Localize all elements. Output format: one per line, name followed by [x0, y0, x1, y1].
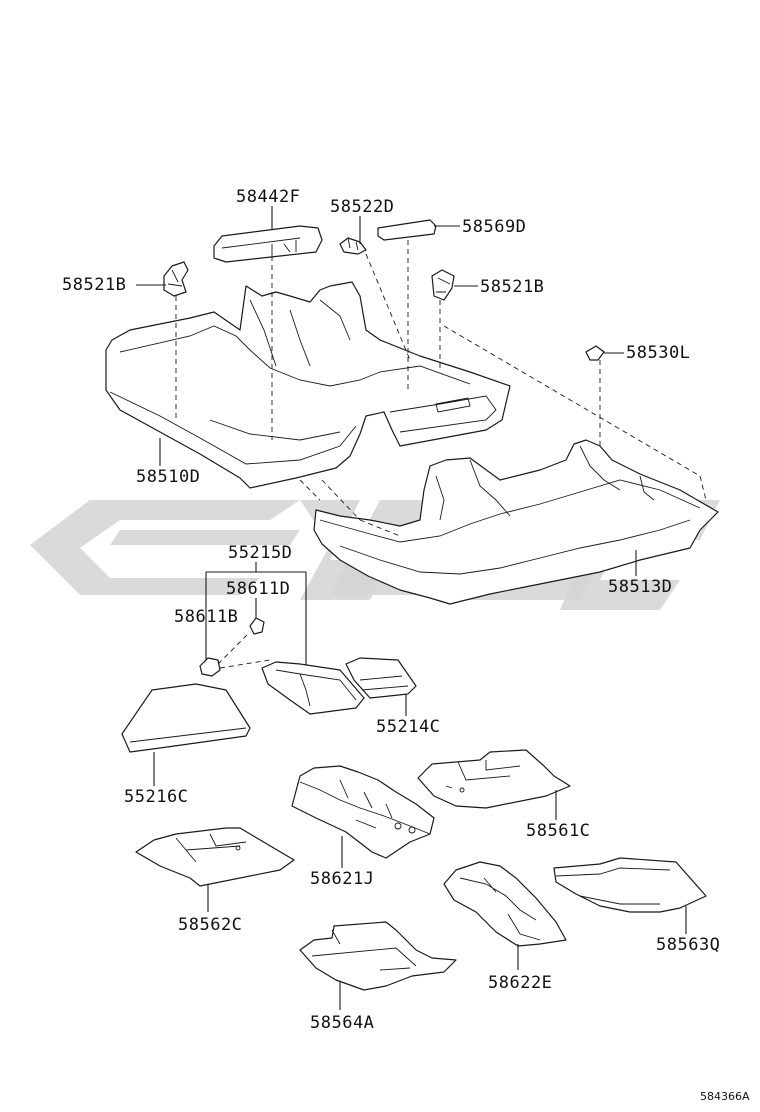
- label-58521B-right: 58521B: [480, 277, 544, 297]
- part-58621J[interactable]: 58621J: [291, 765, 435, 889]
- part-55214C[interactable]: 55214C: [345, 657, 440, 737]
- label-58510D: 58510D: [136, 467, 200, 487]
- part-58522D[interactable]: 58522D: [330, 197, 394, 255]
- part-58510D[interactable]: 58510D: [105, 281, 511, 489]
- part-58611D[interactable]: 58611D: [226, 579, 290, 635]
- label-58621J: 58621J: [310, 869, 374, 889]
- part-58521B-left[interactable]: 58521B: [62, 261, 189, 297]
- label-58562C: 58562C: [178, 915, 242, 935]
- connector-lines: [175, 240, 707, 537]
- part-55216C[interactable]: 55216C: [121, 683, 251, 807]
- part-58561C[interactable]: 58561C: [417, 749, 590, 841]
- label-58569D: 58569D: [462, 217, 526, 237]
- part-58563Q[interactable]: 58563Q: [553, 857, 720, 955]
- part-58513D[interactable]: 58513D: [313, 439, 719, 605]
- label-58563Q: 58563Q: [656, 935, 720, 955]
- part-58611B[interactable]: 58611B: [174, 607, 271, 677]
- label-58611B: 58611B: [174, 607, 238, 627]
- part-58562C[interactable]: 58562C: [135, 827, 295, 935]
- part-55215D[interactable]: 55215D: [205, 543, 307, 674]
- label-55216C: 55216C: [124, 787, 188, 807]
- part-58569D[interactable]: 58569D: [377, 217, 526, 241]
- label-58530L: 58530L: [626, 343, 690, 363]
- part-58521B-right[interactable]: 58521B: [431, 269, 544, 301]
- diagram-reference: 584366A: [700, 1090, 750, 1103]
- part-58622E[interactable]: 58622E: [443, 861, 567, 993]
- part-58564A[interactable]: 58564A: [299, 921, 457, 1033]
- label-58611D: 58611D: [226, 579, 290, 599]
- label-58564A: 58564A: [310, 1013, 374, 1033]
- part-58530L[interactable]: 58530L: [585, 343, 690, 363]
- label-58522D: 58522D: [330, 197, 394, 217]
- label-55215D: 55215D: [228, 543, 292, 563]
- part-58442F[interactable]: 58442F: [213, 187, 323, 263]
- label-58561C: 58561C: [526, 821, 590, 841]
- label-58521B-left: 58521B: [62, 275, 126, 295]
- label-58513D: 58513D: [608, 577, 672, 597]
- label-55214C: 55214C: [376, 717, 440, 737]
- part-55215D-mat[interactable]: [261, 661, 365, 715]
- label-58622E: 58622E: [488, 973, 552, 993]
- label-58442F: 58442F: [236, 187, 300, 207]
